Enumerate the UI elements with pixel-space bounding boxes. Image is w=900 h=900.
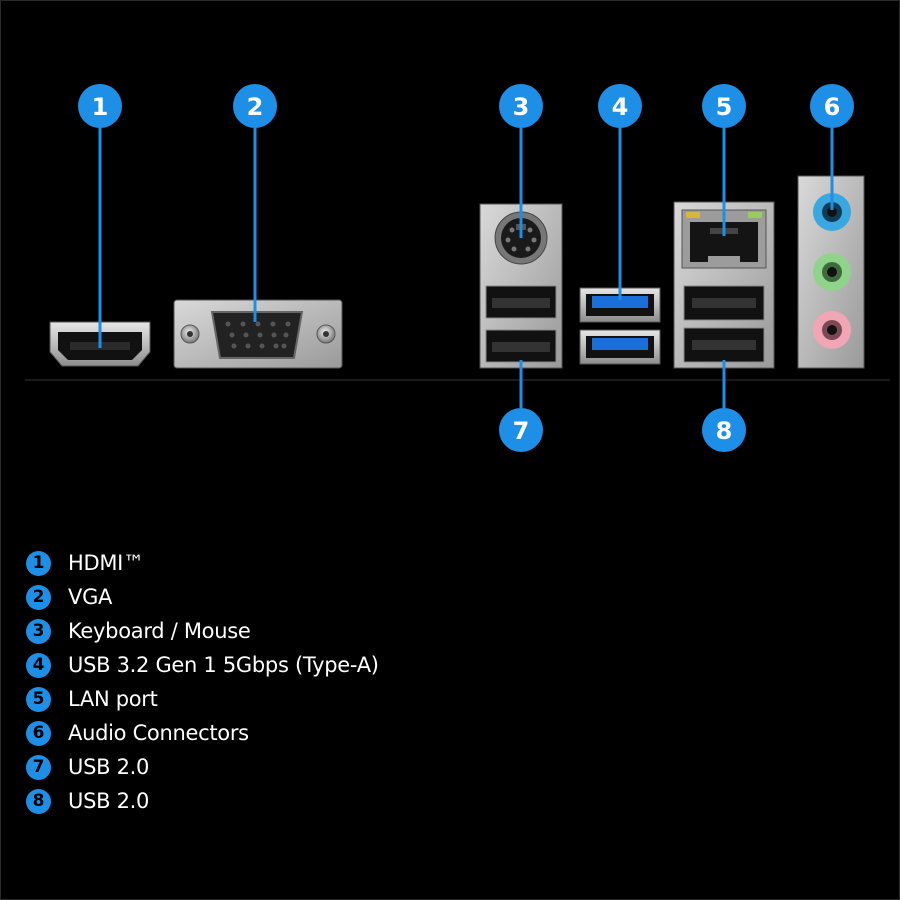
legend-number-badge: 5: [26, 686, 51, 712]
legend-item: 5 LAN port: [26, 682, 379, 716]
legend-number-badge: 7: [26, 754, 51, 780]
leader-lines: [98, 128, 834, 408]
marker-2-number: 2: [247, 93, 264, 121]
legend-label: HDMI™: [68, 551, 144, 575]
legend-number-badge: 3: [26, 618, 51, 644]
legend-label: USB 2.0: [68, 755, 150, 779]
legend-label: USB 2.0: [68, 789, 150, 813]
legend-item: 1 HDMI™: [26, 546, 379, 580]
legend-item: 6 Audio Connectors: [26, 716, 379, 750]
legend-item: 2 VGA: [26, 580, 379, 614]
legend-label: LAN port: [68, 687, 158, 711]
marker-7: 7: [499, 408, 543, 452]
legend-item: 8 USB 2.0: [26, 784, 379, 818]
marker-3: 3: [499, 84, 543, 128]
legend-label: Audio Connectors: [68, 721, 249, 745]
marker-7-number: 7: [513, 417, 530, 445]
marker-6: 6: [810, 84, 854, 128]
io-panel-diagram: 1 2 3 4 5 6 7 8: [25, 84, 890, 452]
marker-1-number: 1: [92, 93, 109, 121]
marker-1: 1: [78, 84, 122, 128]
marker-8: 8: [702, 408, 746, 452]
marker-3-number: 3: [513, 93, 530, 121]
legend-number-badge: 6: [26, 720, 51, 746]
legend-label: USB 3.2 Gen 1 5Gbps (Type-A): [68, 653, 379, 677]
legend-label: VGA: [68, 585, 113, 609]
legend-number-badge: 8: [26, 788, 51, 814]
legend-number-badge: 1: [26, 550, 51, 576]
legend-item: 4 USB 3.2 Gen 1 5Gbps (Type-A): [26, 648, 379, 682]
legend-number-badge: 4: [26, 652, 51, 678]
marker-8-number: 8: [716, 417, 733, 445]
vga-port: [173, 299, 343, 369]
legend-item: 7 USB 2.0: [26, 750, 379, 784]
marker-4-number: 4: [612, 93, 629, 121]
marker-2: 2: [233, 84, 277, 128]
legend-item: 3 Keyboard / Mouse: [26, 614, 379, 648]
marker-5: 5: [702, 84, 746, 128]
marker-6-number: 6: [824, 93, 841, 121]
marker-5-number: 5: [716, 93, 733, 121]
port-legend: 1 HDMI™ 2 VGA 3 Keyboard / Mouse 4 USB 3…: [26, 546, 379, 818]
legend-label: Keyboard / Mouse: [68, 619, 251, 643]
marker-4: 4: [598, 84, 642, 128]
legend-number-badge: 2: [26, 584, 51, 610]
